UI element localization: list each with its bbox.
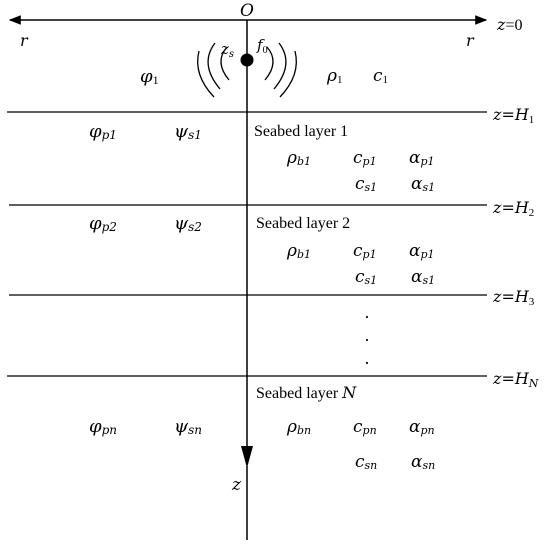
wave-arc-left-outer [197, 50, 215, 98]
boundary-label-h2: z=H2 [492, 198, 534, 219]
wave-arc-left-inner [220, 46, 230, 81]
layer-1-compressional-speed: cp1 [353, 148, 377, 168]
wave-arc-right-inner [264, 46, 274, 81]
layer-1-title: Seabed layer 1 [254, 123, 348, 140]
layer-2-compressional-speed: cp1 [353, 241, 377, 261]
origin-label: O [240, 1, 254, 21]
layer-n-compressional-attenuation: αpn [409, 417, 435, 437]
boundary-label-h1: z=H1 [492, 105, 534, 126]
point-source-marker [240, 53, 254, 67]
layer-2-compressional-potential: φp2 [89, 213, 117, 234]
layer-2-shear-attenuation: αs1 [411, 267, 435, 287]
layer-n-shear-speed: csn [355, 452, 377, 472]
boundary-label-surface: z=0 [496, 15, 522, 34]
wave-arc-right-middle [273, 42, 287, 90]
ellipsis-dot-3: · [364, 353, 370, 373]
layer-2-compressional-attenuation: αp1 [409, 241, 435, 261]
depth-axis-arrowhead [241, 446, 253, 468]
ellipsis-dot-1: · [364, 307, 370, 327]
layer-2-shear-speed: cs1 [355, 267, 377, 287]
radial-label-right: r [466, 31, 475, 50]
layer-n-compressional-potential: φpn [89, 416, 117, 437]
layer-n-title: Seabed layer N [256, 383, 357, 402]
layer-1-shear-speed: cs1 [355, 174, 377, 194]
water-potential-label: φ1 [140, 66, 159, 87]
source-frequency-label: f0 [256, 36, 268, 56]
layer-n-density: ρbn [286, 417, 311, 437]
water-speed-label: c1 [373, 66, 388, 86]
layer-2-title: Seabed layer 2 [256, 215, 350, 232]
layer-1-density: ρb1 [286, 148, 311, 168]
water-density-label: ρ1 [326, 66, 343, 86]
layer-1-compressional-potential: φp1 [89, 121, 117, 142]
boundary-label-h3: z=H3 [492, 287, 535, 308]
layer-n-shear-potential: ψsn [174, 416, 202, 437]
layer-2-shear-potential: ψs2 [174, 213, 202, 234]
radial-label-left: r [20, 31, 29, 50]
layer-2-density: ρb1 [286, 241, 311, 261]
wave-arc-left-middle [207, 42, 221, 90]
layer-n-shear-attenuation: αsn [411, 452, 435, 472]
ellipsis-dot-2: · [364, 330, 370, 350]
layer-1-shear-potential: ψs1 [174, 121, 202, 142]
source-depth-label: zs [220, 40, 234, 60]
boundary-label-hn: z=HN [492, 369, 539, 390]
depth-axis-label: z [231, 475, 242, 495]
wave-arc-right-outer [279, 50, 297, 98]
layer-1-shear-attenuation: αs1 [411, 174, 435, 194]
layer-n-compressional-speed: cpn [353, 417, 377, 437]
layer-1-compressional-attenuation: αp1 [409, 148, 435, 168]
